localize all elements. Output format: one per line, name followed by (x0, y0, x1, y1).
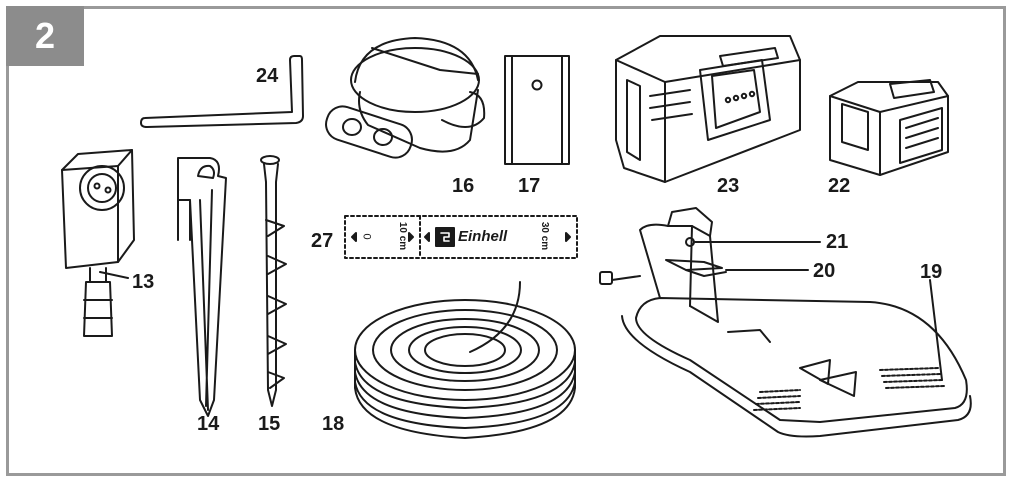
callout-19: 19 (920, 261, 943, 283)
tape-zero-mark: 0 (360, 233, 373, 240)
charging-station-drawing (599, 207, 972, 438)
callout-15: 15 (258, 413, 281, 435)
charger-drawing (615, 35, 801, 183)
distance-gauge-tape-drawing (344, 215, 578, 259)
callout-18: 18 (322, 413, 345, 435)
tape-brand-logo: Einhell (458, 228, 508, 245)
ground-peg-drawing (177, 157, 227, 417)
callout-20: 20 (813, 260, 836, 282)
power-adapter-drawing (61, 149, 135, 337)
tape-10cm-mark: 10 cm (397, 221, 409, 251)
callout-24: 24 (256, 65, 279, 87)
callout-14: 14 (197, 413, 220, 435)
battery-pack-drawing (829, 79, 949, 176)
tape-30cm-mark: 30 cm (539, 221, 551, 251)
callout-21: 21 (826, 231, 849, 253)
mounting-plate-drawing (504, 55, 570, 165)
leader-line-13 (99, 271, 129, 279)
figure-number-badge: 2 (6, 6, 84, 66)
callout-17: 17 (518, 175, 541, 197)
callout-27: 27 (311, 230, 334, 252)
hex-key-drawing (140, 55, 304, 128)
callout-13: 13 (132, 271, 155, 293)
cable-connector-drawing (325, 37, 486, 159)
callout-22: 22 (828, 175, 851, 197)
screw-peg-drawing (260, 155, 287, 407)
callout-16: 16 (452, 175, 475, 197)
boundary-wire-coil-drawing (354, 281, 576, 439)
callout-23: 23 (717, 175, 740, 197)
